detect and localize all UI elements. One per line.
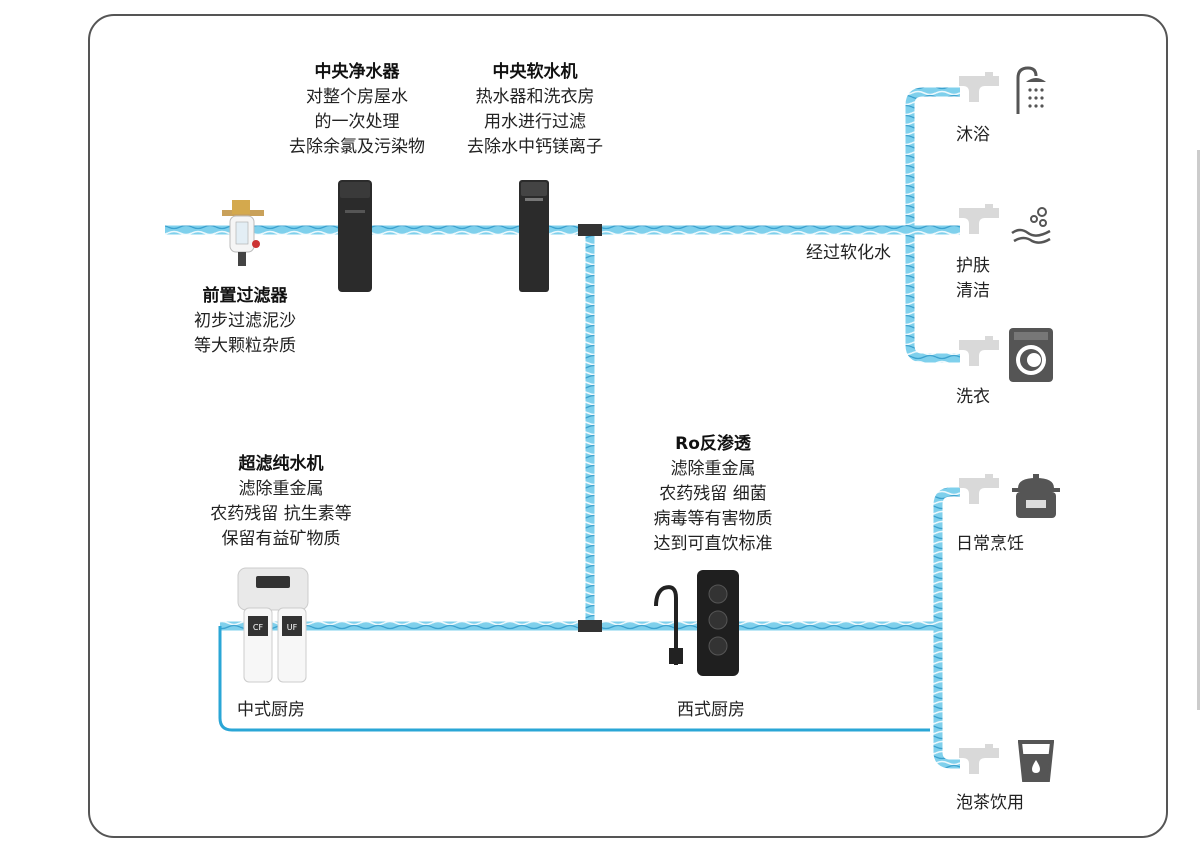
- tee-joint-top: [578, 224, 602, 236]
- central-softener-line: 用水进行过滤: [484, 112, 586, 132]
- ro-line: 滤除重金属: [670, 459, 756, 479]
- ultrafilter-line: 滤除重金属: [238, 479, 324, 499]
- outlet-label-cooking: 日常烹饪: [956, 534, 1024, 554]
- ro-device: [654, 570, 739, 676]
- faucet-icon: [959, 336, 999, 366]
- ro-line: 病毒等有害物质: [653, 509, 773, 529]
- svg-text:UF: UF: [287, 623, 298, 632]
- scrollbar[interactable]: [1197, 150, 1200, 710]
- faucet-icon: [959, 72, 999, 102]
- return-pipe: [218, 626, 930, 732]
- outlet-label-bath: 沐浴: [956, 125, 990, 145]
- bath-branch: [905, 87, 960, 230]
- water-cup-icon: [1018, 740, 1054, 782]
- outlet-label-tea: 泡茶饮用: [956, 793, 1024, 813]
- outlet-label-clean: 清洁: [956, 281, 990, 301]
- shower-icon: [1016, 66, 1046, 114]
- diagram-frame: [88, 14, 1168, 838]
- outlet-label-laundry: 洗衣: [956, 387, 990, 407]
- prefilter-line: 等大颗粒杂质: [194, 336, 296, 356]
- outlet-label-skin: 护肤: [956, 256, 990, 276]
- central-purifier-line: 去除余氯及污染物: [289, 137, 425, 157]
- prefilter-title: 前置过滤器: [202, 286, 288, 306]
- central-softener-title: 中央软水机: [492, 62, 578, 82]
- rice-cooker-icon: [1012, 474, 1060, 518]
- tee-joint-bottom: [578, 620, 602, 632]
- washing-machine-icon: [1009, 328, 1053, 382]
- prefilter-text: 前置过滤器 初步过滤泥沙 等大颗粒杂质: [170, 284, 320, 359]
- central-purifier-line: 对整个房屋水: [306, 87, 408, 107]
- ro-line: 农药残留 细菌: [659, 484, 767, 504]
- tea-branch: [933, 626, 960, 769]
- chinese-kitchen-label: 中式厨房: [237, 700, 305, 720]
- central-purifier-title: 中央净水器: [314, 62, 400, 82]
- prefilter-line: 初步过滤泥沙: [194, 311, 296, 331]
- ro-title: Ro反渗透: [675, 434, 751, 454]
- ultrafilter-line: 保留有益矿物质: [221, 529, 341, 549]
- laundry-branch: [905, 230, 960, 363]
- svg-text:CF: CF: [253, 623, 264, 632]
- ro-text: Ro反渗透 滤除重金属 农药残留 细菌 病毒等有害物质 达到可直饮标准: [628, 432, 798, 557]
- central-purifier-text: 中央净水器 对整个房屋水 的一次处理 去除余氯及污染物: [272, 60, 442, 160]
- central-purifier-device: [338, 180, 372, 292]
- central-softener-text: 中央软水机 热水器和洗衣房 用水进行过滤 去除水中钙镁离子: [450, 60, 620, 160]
- ultrafilter-line: 农药残留 抗生素等: [210, 504, 352, 524]
- faucet-icon: [959, 204, 999, 234]
- ultrafilter-title: 超滤纯水机: [238, 454, 324, 474]
- central-softener-line: 热水器和洗衣房: [475, 87, 595, 107]
- faucet-icon: [959, 474, 999, 504]
- western-kitchen-label: 西式厨房: [677, 700, 745, 720]
- ultrafilter-text: 超滤纯水机 滤除重金属 农药残留 抗生素等 保留有益矿物质: [196, 452, 366, 552]
- central-softener-device: [519, 180, 549, 292]
- cooking-branch: [933, 487, 960, 626]
- ultrafilter-device: CF UF: [237, 567, 309, 683]
- softened-water-label: 经过软化水: [806, 243, 891, 263]
- hand-water-icon: [1011, 207, 1051, 244]
- prefilter-device: [222, 200, 264, 266]
- central-softener-line: 去除水中钙镁离子: [467, 137, 603, 157]
- faucet-icon: [959, 744, 999, 774]
- central-purifier-line: 的一次处理: [314, 112, 400, 132]
- ro-line: 达到可直饮标准: [653, 534, 773, 554]
